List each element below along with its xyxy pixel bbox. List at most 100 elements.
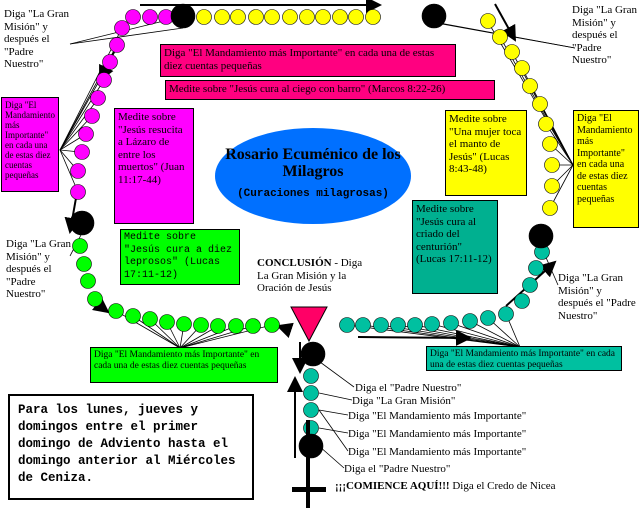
direction-arrow [357, 329, 472, 346]
stem-label-padre-nuestro-2: Diga el "Padre Nuestro" [344, 463, 451, 475]
small-bead [332, 9, 348, 25]
small-bead [228, 318, 244, 334]
small-bead [142, 9, 158, 25]
small-bead [522, 78, 538, 94]
cross-horizontal [292, 487, 326, 492]
small-bead [339, 317, 355, 333]
small-bead [70, 184, 86, 200]
small-bead [142, 311, 158, 327]
connector-line [362, 324, 521, 348]
small-bead [80, 273, 96, 289]
small-bead [492, 29, 508, 45]
conclusion-label: CONCLUSIÓN - Diga La Gran Misión y la Or… [257, 257, 367, 295]
small-bead [196, 9, 212, 25]
connector-line [319, 361, 355, 388]
small-bead [248, 9, 264, 25]
small-bead [72, 238, 88, 254]
connector-line [318, 445, 345, 469]
connector-line [469, 320, 521, 348]
stem-label-mandamiento-3: Diga "El Mandamiento más Importante" [348, 446, 527, 458]
direction-arrow [494, 3, 516, 42]
gran-mision-label-mid-right: Diga "La Gran Misión" y después el "Padr… [558, 272, 636, 322]
conclusion-text: - Diga La Gran Misión y la Oración de Je… [257, 257, 363, 294]
small-bead [514, 60, 530, 76]
small-bead [315, 9, 331, 25]
mandamiento-box-right: Diga "El Mandamiento más Importante" en … [573, 110, 639, 228]
small-bead [407, 317, 423, 333]
small-bead [108, 303, 124, 319]
large-bead [528, 223, 554, 249]
small-bead [538, 116, 554, 132]
connector-line [318, 409, 349, 416]
stem-label-mandamiento-1: Diga "El Mandamiento más Importante" [348, 410, 527, 422]
small-bead [498, 306, 514, 322]
small-bead [303, 420, 319, 436]
gran-mision-label-top-right: Diga "La Gran Misión" y después el "Padr… [572, 4, 637, 66]
small-bead [514, 293, 530, 309]
small-bead [282, 9, 298, 25]
small-bead [443, 315, 459, 331]
mandamiento-box-left: Diga "El Mandamiento más Importante" en … [1, 97, 59, 192]
small-bead [264, 9, 280, 25]
small-bead [210, 318, 226, 334]
connector-line [549, 164, 574, 209]
small-bead [102, 54, 118, 70]
small-bead [544, 157, 560, 173]
small-bead [480, 13, 496, 29]
small-bead [159, 314, 175, 330]
diagram-subtitle: (Curaciones milagrosas) [237, 188, 389, 200]
mandamiento-box-bottom-left: Diga "El Mandamiento más Importante" en … [90, 347, 278, 383]
stem-label-mandamiento-2: Diga "El Mandamiento más Importante" [348, 428, 527, 440]
small-bead [84, 108, 100, 124]
small-bead [462, 313, 478, 329]
small-bead [355, 317, 371, 333]
connector-line [132, 315, 181, 349]
large-bead [300, 341, 326, 367]
small-bead [87, 291, 103, 307]
gran-mision-label-mid-left: Diga "La Gran Misión" y después el "Padr… [6, 238, 71, 300]
small-bead [76, 256, 92, 272]
small-bead [303, 402, 319, 418]
connector-line [450, 322, 521, 348]
small-bead [348, 9, 364, 25]
diagram-title: Rosario Ecuménico de los Milagros [225, 146, 401, 180]
schedule-info-box: Para los lunes, jueves y domingos entre … [8, 394, 254, 500]
stem-label-gran-mision: Diga "La Gran Misión" [352, 395, 456, 407]
small-bead [125, 9, 141, 25]
small-bead [176, 316, 192, 332]
medite-box-centurion: Medite sobre "Jesús cura al criado del c… [412, 200, 498, 294]
small-bead [522, 277, 538, 293]
connector-line [539, 103, 574, 166]
medite-box-ciego: Medite sobre "Jesús cura al ciego con ba… [165, 80, 495, 100]
small-bead [109, 37, 125, 53]
small-bead [544, 178, 560, 194]
connector-line [179, 325, 237, 349]
conclusion-heading: CONCLUSIÓN [257, 257, 332, 269]
small-bead [303, 368, 319, 384]
connector-line [318, 392, 353, 401]
small-bead [528, 260, 544, 276]
connector-line [318, 409, 349, 452]
mandamiento-box-top: Diga "El Mandamiento más Importante" en … [160, 44, 456, 77]
small-bead [303, 385, 319, 401]
small-bead [74, 144, 90, 160]
small-bead [230, 9, 246, 25]
comience-text: Diga el Credo de Nicea [449, 480, 556, 492]
small-bead [299, 9, 315, 25]
stem-label-padre-nuestro-1: Diga el "Padre Nuestro" [355, 382, 462, 394]
mandamiento-box-bottom-right: Diga "El Mandamiento más Importante" en … [426, 346, 622, 371]
large-bead [170, 3, 196, 29]
small-bead [193, 317, 209, 333]
comience-label: ¡¡¡COMIENCE AQUÍ!!! Diga el Credo de Nic… [335, 480, 575, 493]
small-bead [390, 317, 406, 333]
cross-vertical [306, 420, 310, 508]
title-ellipse [215, 128, 411, 224]
large-bead [298, 433, 324, 459]
small-bead [542, 136, 558, 152]
small-bead [125, 308, 141, 324]
small-bead [78, 126, 94, 142]
comience-heading: ¡¡¡COMIENCE AQUÍ!!! [335, 480, 450, 492]
small-bead [365, 9, 381, 25]
small-bead [504, 44, 520, 60]
